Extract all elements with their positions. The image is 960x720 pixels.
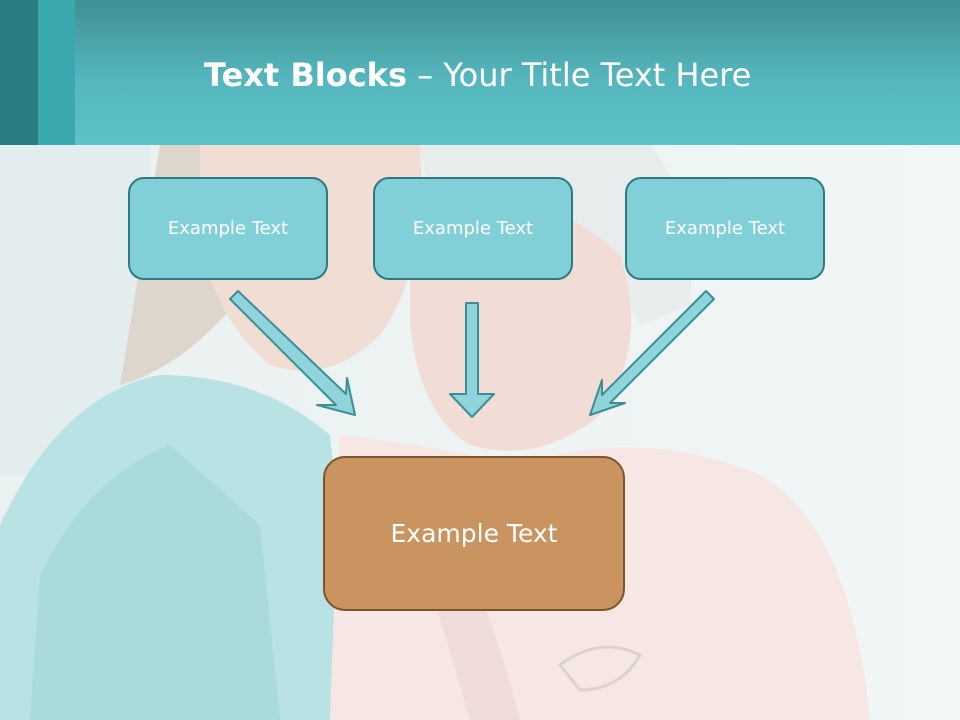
- header-stripe-mid: [38, 0, 75, 145]
- text-block-1-label: Example Text: [167, 218, 289, 239]
- title-bold-part: Text Blocks: [204, 56, 407, 94]
- title-rest-part: – Your Title Text Here: [407, 56, 752, 94]
- text-block-result[interactable]: Example Text: [323, 456, 625, 611]
- text-block-3-label: Example Text: [664, 218, 786, 239]
- text-block-1[interactable]: Example Text: [128, 177, 328, 280]
- slide-title[interactable]: Text Blocks – Your Title Text Here: [204, 52, 751, 102]
- text-block-2[interactable]: Example Text: [373, 177, 573, 280]
- header-stripe-dark: [0, 0, 38, 145]
- text-block-2-label: Example Text: [412, 218, 534, 239]
- header-band: Text Blocks – Your Title Text Here: [0, 0, 960, 145]
- text-block-3[interactable]: Example Text: [625, 177, 825, 280]
- text-block-result-label: Example Text: [390, 519, 558, 548]
